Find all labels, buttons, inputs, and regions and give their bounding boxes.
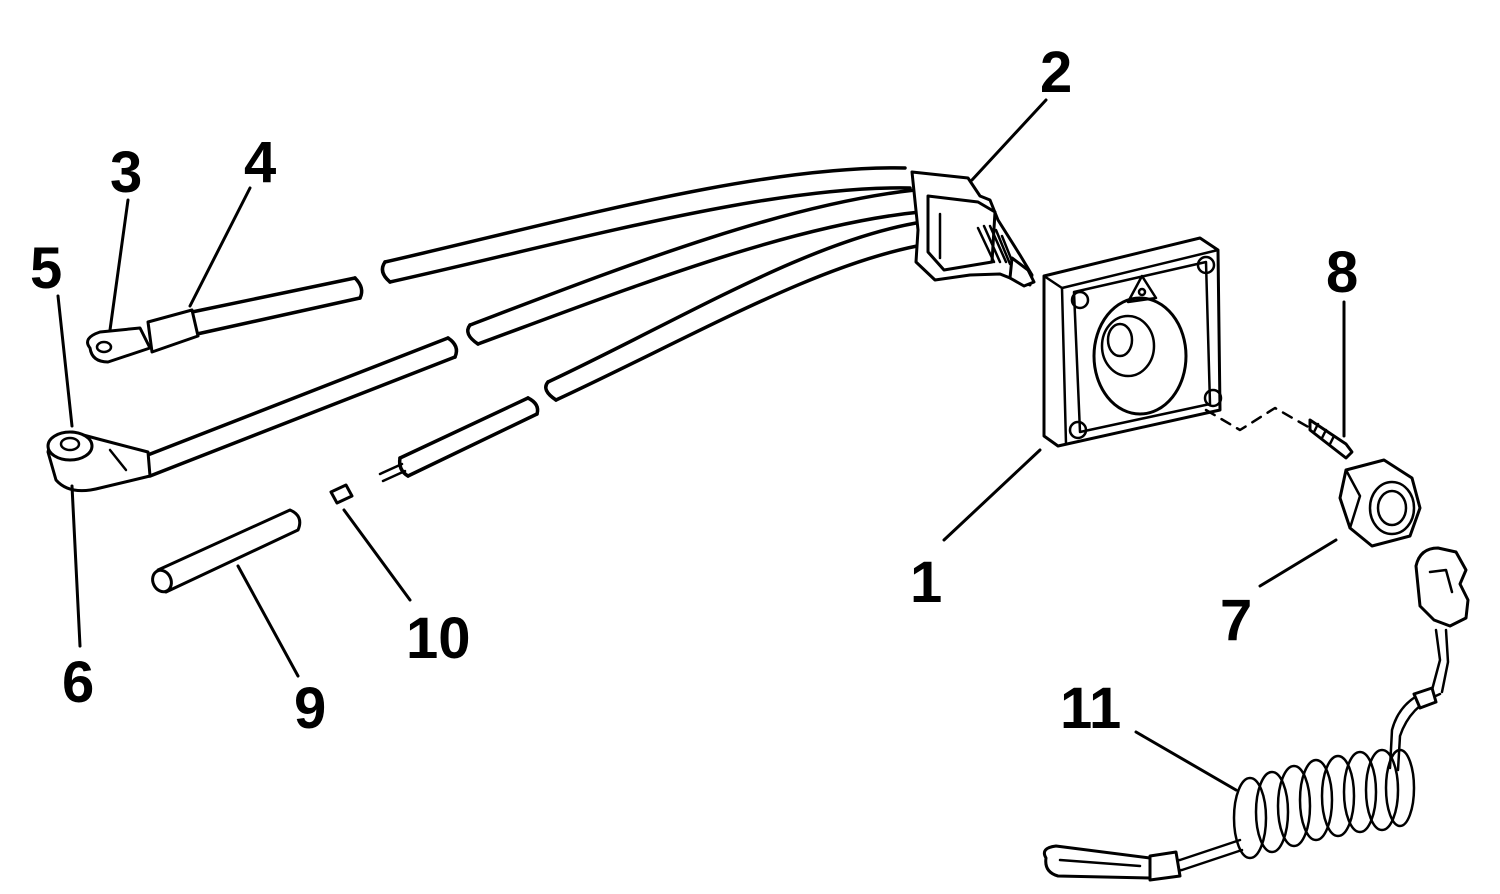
- leader-6: [70, 484, 82, 648]
- leader-lines: [56, 98, 1346, 792]
- leader-4: [188, 186, 252, 308]
- lanyard-cord: [1042, 546, 1470, 882]
- callout-11: 11: [1060, 676, 1121, 741]
- leader-5: [56, 294, 74, 428]
- callout-7: 7: [1220, 588, 1252, 653]
- callout-10: 10: [406, 606, 471, 671]
- callout-3: 3: [110, 140, 142, 205]
- callout-5: 5: [30, 236, 62, 301]
- leader-7: [1258, 538, 1338, 588]
- callout-2: 2: [1040, 40, 1072, 105]
- leader-3: [108, 198, 130, 332]
- callout-labels: 1 2 3 4 5 6 7 8 9 10 11: [30, 40, 1358, 741]
- ring-terminal: [86, 308, 200, 364]
- hex-nut: [1338, 458, 1422, 548]
- mounting-plate: [1042, 236, 1223, 448]
- leader-9: [236, 564, 300, 678]
- screw: [1308, 418, 1354, 460]
- callout-6: 6: [62, 650, 94, 715]
- wire-harness: [138, 166, 930, 483]
- callout-1: 1: [910, 550, 942, 615]
- sleeve-tube: [151, 508, 302, 594]
- alignment-line: [1204, 406, 1312, 432]
- callout-8: 8: [1326, 240, 1358, 305]
- connector-pin: [329, 483, 354, 505]
- stop-switch: [910, 170, 1036, 288]
- callout-9: 9: [294, 676, 326, 741]
- callout-4: 4: [244, 130, 276, 195]
- leader-10: [342, 508, 412, 602]
- leader-1: [942, 448, 1042, 542]
- leader-11: [1134, 730, 1238, 792]
- eyelet-terminal: [46, 430, 152, 493]
- leader-2: [970, 98, 1048, 182]
